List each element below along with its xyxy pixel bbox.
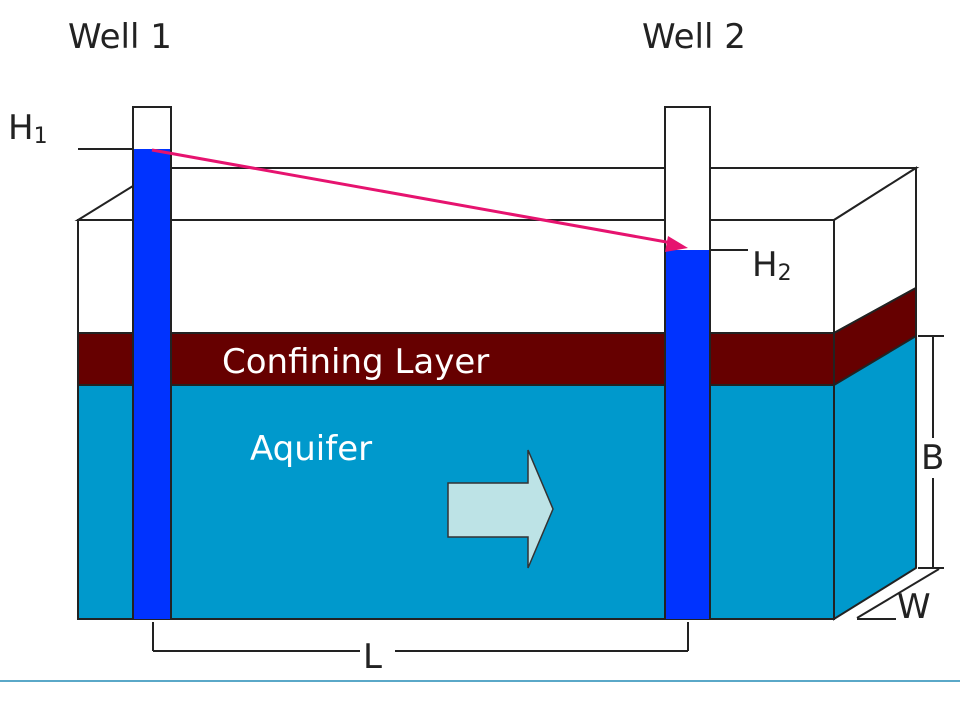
confining-layer-label: Confining Layer <box>222 342 489 382</box>
hydraulic-gradient-arrowhead <box>665 236 688 252</box>
block-front-upper <box>77 219 835 334</box>
flow-direction-arrow <box>447 449 554 569</box>
w-dimension-label: W <box>897 587 931 627</box>
well2-label: Well 2 <box>642 17 746 57</box>
aquifer-label: Aquifer <box>250 429 372 469</box>
well2-water <box>666 250 709 619</box>
w-dimension-line <box>856 568 940 619</box>
hydraulic-gradient-arrow <box>151 148 673 245</box>
b-dimension-label: B <box>921 438 944 478</box>
h1-label-sub: 1 <box>34 124 48 149</box>
h2-label-sub: 2 <box>778 261 792 286</box>
h2-label: H2 <box>752 245 792 286</box>
aquifer-layer-side <box>833 334 917 621</box>
well1-water <box>134 149 170 619</box>
h1-label: H1 <box>8 108 48 149</box>
h2-label-main: H <box>752 245 778 285</box>
well1-label: Well 1 <box>68 17 172 57</box>
h1-label-main: H <box>8 108 34 148</box>
l-dimension-label: L <box>363 637 382 677</box>
